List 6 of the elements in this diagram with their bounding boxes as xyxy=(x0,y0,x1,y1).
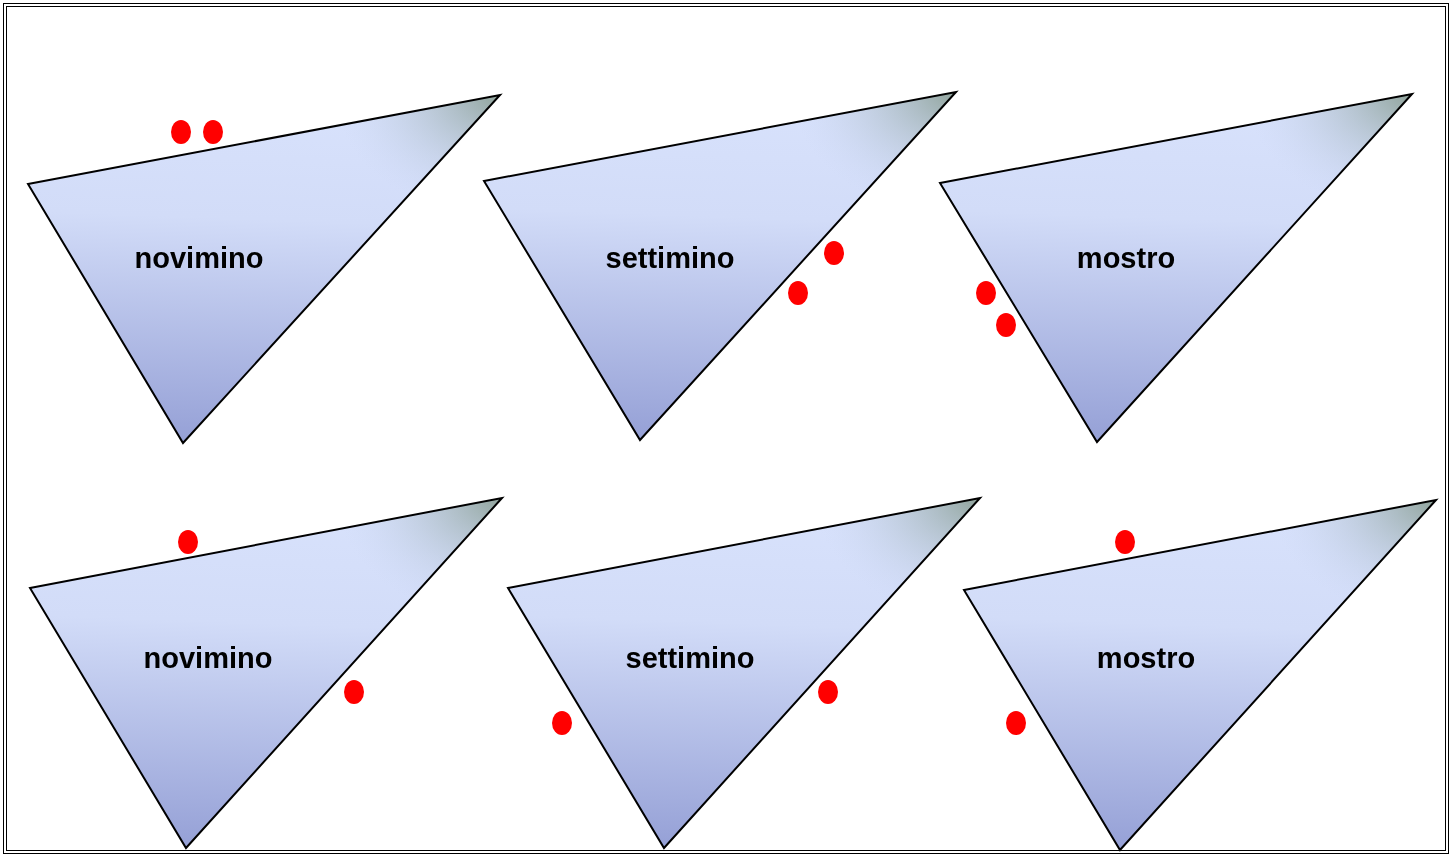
triangle-label: settimino xyxy=(625,641,755,675)
triangle-label: settimino xyxy=(605,241,735,275)
triangle-label: novimino xyxy=(134,241,264,275)
triangle-label: mostro xyxy=(1076,241,1176,275)
triangle-label: novimino xyxy=(143,641,273,675)
triangle-label: mostro xyxy=(1096,641,1196,675)
